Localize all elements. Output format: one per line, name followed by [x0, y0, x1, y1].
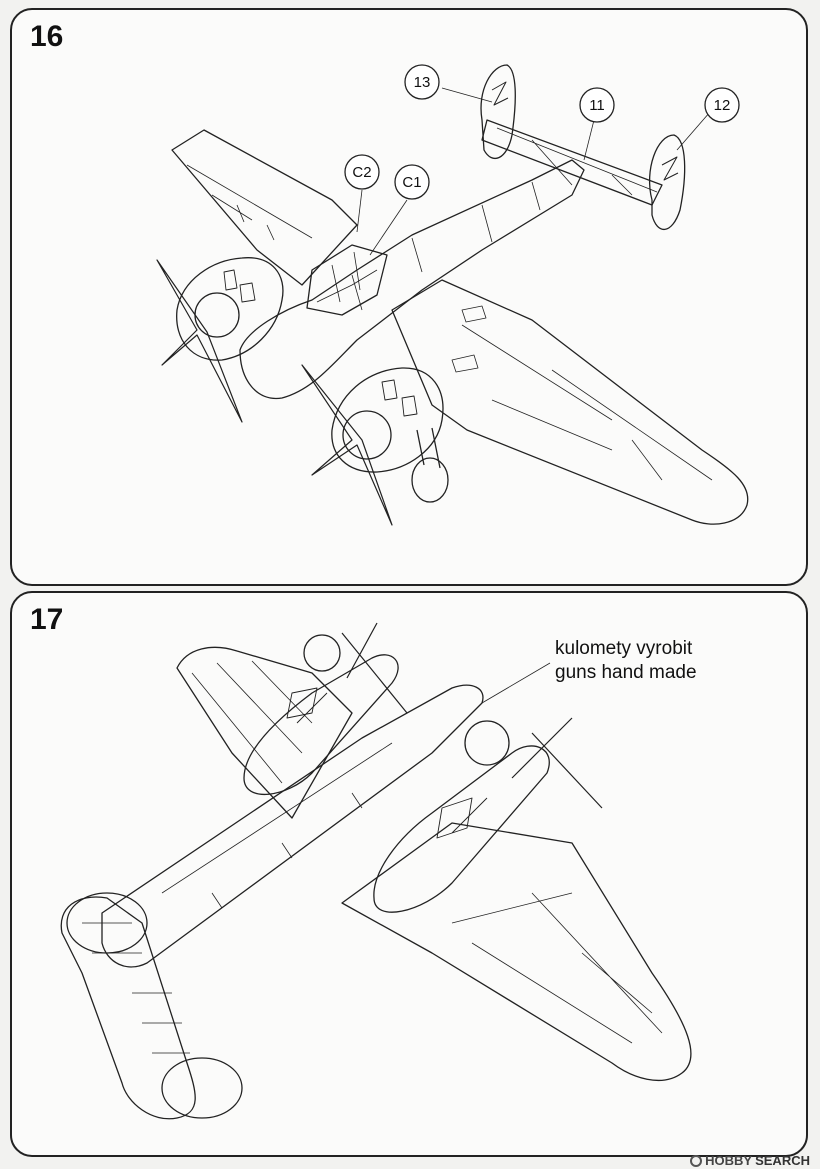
- tail-fin-right: [648, 134, 686, 231]
- note-line-czech: kulomety vyrobit: [555, 638, 693, 659]
- fuselage: [239, 159, 585, 400]
- step-number: 17: [30, 603, 64, 636]
- svg-text:12: 12: [714, 97, 731, 114]
- tailplane: [60, 896, 196, 1120]
- tail-fin-left: [480, 64, 516, 160]
- svg-text:C2: C2: [352, 164, 371, 181]
- right-wing: [391, 279, 749, 525]
- left-propeller: [156, 259, 243, 423]
- svg-text:13: 13: [414, 74, 431, 91]
- right-engine-nacelle: [373, 745, 550, 913]
- svg-text:11: 11: [589, 97, 605, 114]
- right-propeller: [301, 364, 393, 526]
- callout-13: 13: [404, 64, 493, 103]
- left-engine-nacelle: [243, 654, 399, 796]
- cockpit-canopy: [306, 244, 388, 316]
- gun-note: kulomety vyrobit guns hand made: [555, 637, 697, 685]
- watermark-brand: HOBBY: [705, 1153, 753, 1168]
- fuselage: [101, 684, 484, 968]
- left-engine-nacelle: [176, 257, 284, 361]
- callout-12: 12: [676, 87, 740, 151]
- step-16-panel: 16: [10, 8, 808, 586]
- left-propeller: [341, 622, 408, 714]
- callout-11: 11: [579, 87, 615, 161]
- step-17-panel: 17 kulomety vyrobit guns hand made: [10, 591, 808, 1157]
- watermark-suffix: SEARCH: [755, 1153, 810, 1168]
- svg-text:C1: C1: [402, 174, 421, 191]
- left-wing: [171, 129, 358, 286]
- callout-c2: C2: [344, 154, 380, 233]
- right-wing: [341, 822, 692, 1081]
- callout-c1: C1: [369, 164, 430, 256]
- hobby-search-logo-icon: [690, 1154, 703, 1167]
- step-17-aircraft-drawing: [60, 622, 692, 1120]
- step-16-aircraft-drawing: 13 11 12 C2 C1: [156, 64, 749, 526]
- right-propeller: [511, 717, 603, 809]
- step-number: 16: [30, 20, 64, 53]
- left-wing: [176, 646, 353, 819]
- watermark: HOBBY SEARCH: [690, 1153, 810, 1168]
- right-engine-nacelle: [331, 367, 444, 473]
- note-line-english: guns hand made: [555, 662, 697, 683]
